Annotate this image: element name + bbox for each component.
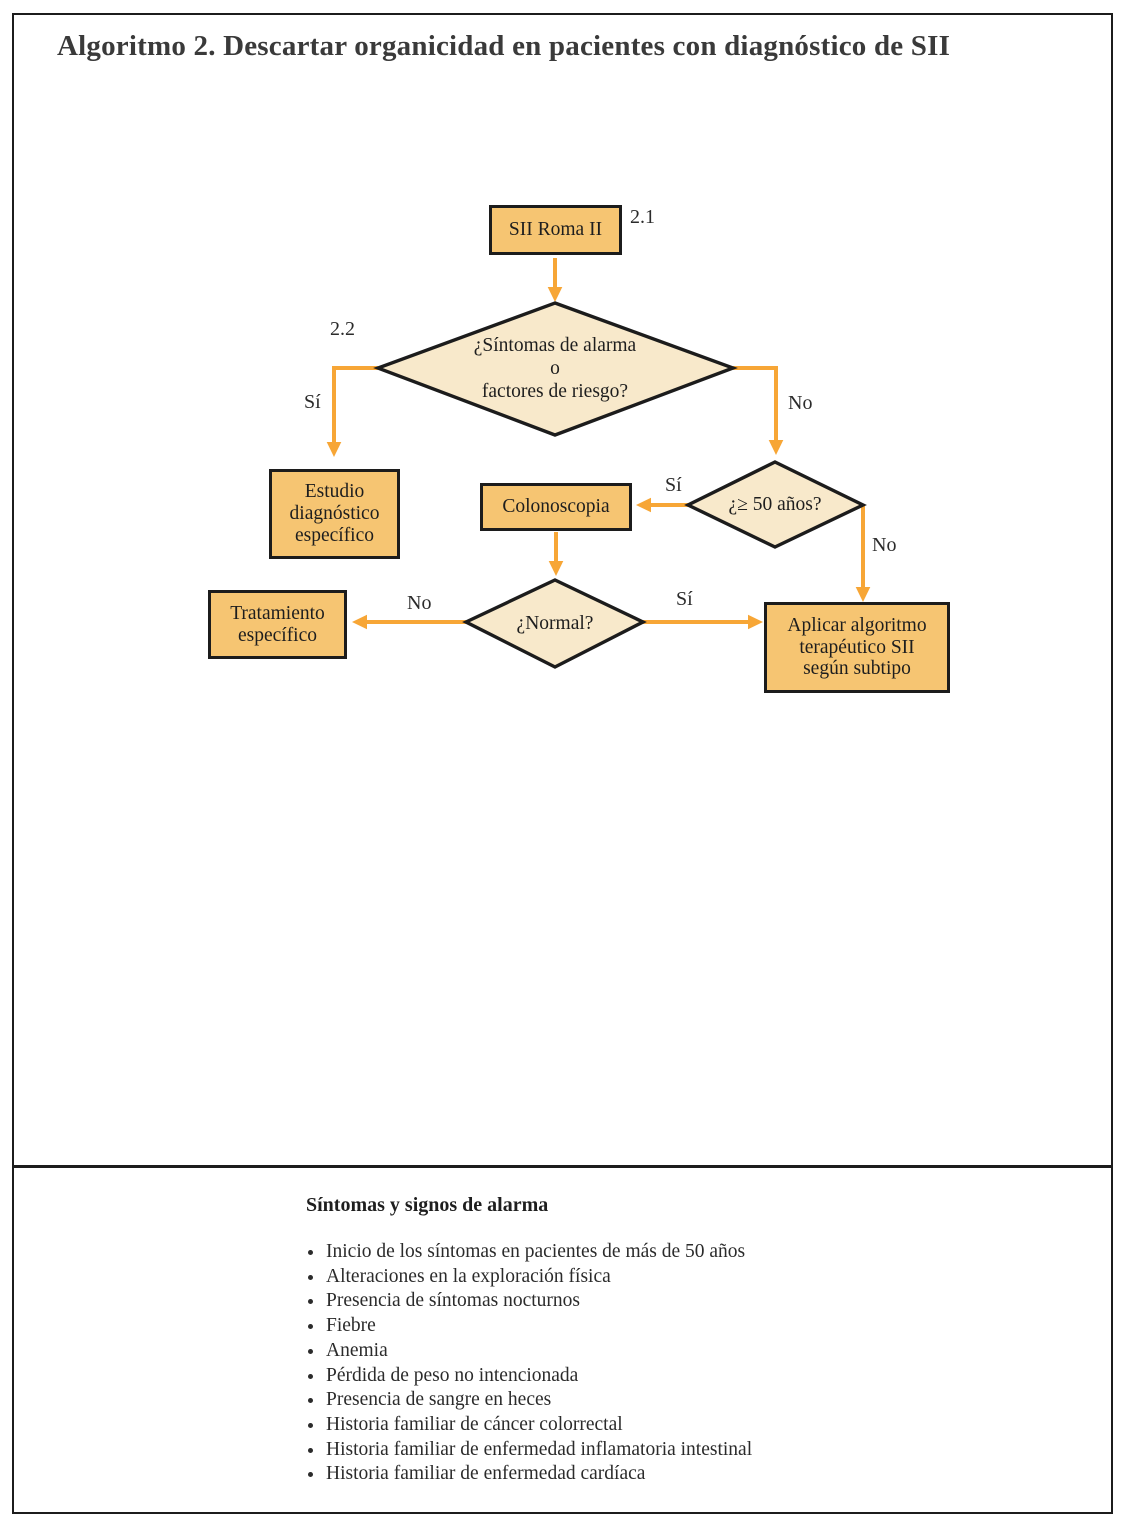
alarm-list-item: Anemia	[325, 1339, 928, 1364]
alarm-list-item: Fiebre	[325, 1314, 928, 1339]
decision-age-50	[684, 460, 867, 549]
ref-2-1: 2.1	[630, 206, 655, 228]
alarm-list-item: Presencia de sangre en heces	[325, 1388, 928, 1413]
label-age-yes: Sí	[665, 474, 682, 496]
label-alarm-yes: Sí	[304, 391, 321, 413]
decision-normal	[462, 578, 647, 669]
alarm-list-item: Historia familiar de enfermedad cardíaca	[325, 1462, 928, 1487]
node-aplicar-line1: Aplicar algoritmo	[787, 614, 927, 636]
section-divider	[12, 1165, 1113, 1168]
node-colonoscopia-label: Colonoscopia	[502, 496, 610, 518]
node-estudio-diagnostico: Estudio diagnóstico específico	[269, 469, 400, 559]
decision-alarm-symptoms	[373, 301, 738, 437]
alarm-list-item: Historia familiar de cáncer colorrectal	[325, 1413, 928, 1438]
alarm-list-item: Alteraciones en la exploración física	[325, 1265, 928, 1290]
node-estudio-line2: diagnóstico	[289, 503, 380, 525]
node-aplicar-line2: terapéutico SII	[799, 636, 915, 658]
label-normal-no: No	[407, 592, 432, 614]
node-tratamiento: Tratamiento específico	[208, 590, 347, 659]
edge-alarm-yes-arrow	[326, 366, 378, 457]
node-aplicar-algoritmo: Aplicar algoritmo terapéutico SII según …	[764, 602, 950, 693]
alarm-list-item: Inicio de los síntomas en pacientes de m…	[325, 1240, 928, 1265]
label-age-no: No	[872, 534, 897, 556]
alarm-symptoms-list: Inicio de los síntomas en pacientes de m…	[308, 1240, 928, 1487]
node-aplicar-line3: según subtipo	[803, 658, 911, 680]
node-colonoscopia: Colonoscopia	[480, 483, 632, 531]
page-title: Algoritmo 2. Descartar organicidad en pa…	[57, 30, 951, 62]
node-sii-roma-label: SII Roma II	[508, 219, 603, 241]
alarm-list-item: Presencia de síntomas nocturnos	[325, 1289, 928, 1314]
alarm-list-item: Historia familiar de enfermedad inflamat…	[325, 1438, 928, 1463]
page-border	[12, 13, 1113, 1514]
edge-alarm-no-arrow	[733, 366, 784, 455]
label-normal-yes: Sí	[676, 588, 693, 610]
node-tratamiento-line2: específico	[237, 624, 318, 646]
alarm-list-item: Pérdida de peso no intencionada	[325, 1364, 928, 1389]
label-alarm-no: No	[788, 392, 813, 414]
node-tratamiento-line1: Tratamiento	[230, 602, 325, 624]
ref-2-2: 2.2	[330, 318, 355, 340]
alarm-section-heading: Síntomas y signos de alarma	[306, 1194, 549, 1216]
node-sii-roma: SII Roma II	[489, 205, 622, 255]
node-estudio-line1: Estudio	[304, 481, 365, 503]
node-estudio-line3: específico	[294, 524, 375, 546]
